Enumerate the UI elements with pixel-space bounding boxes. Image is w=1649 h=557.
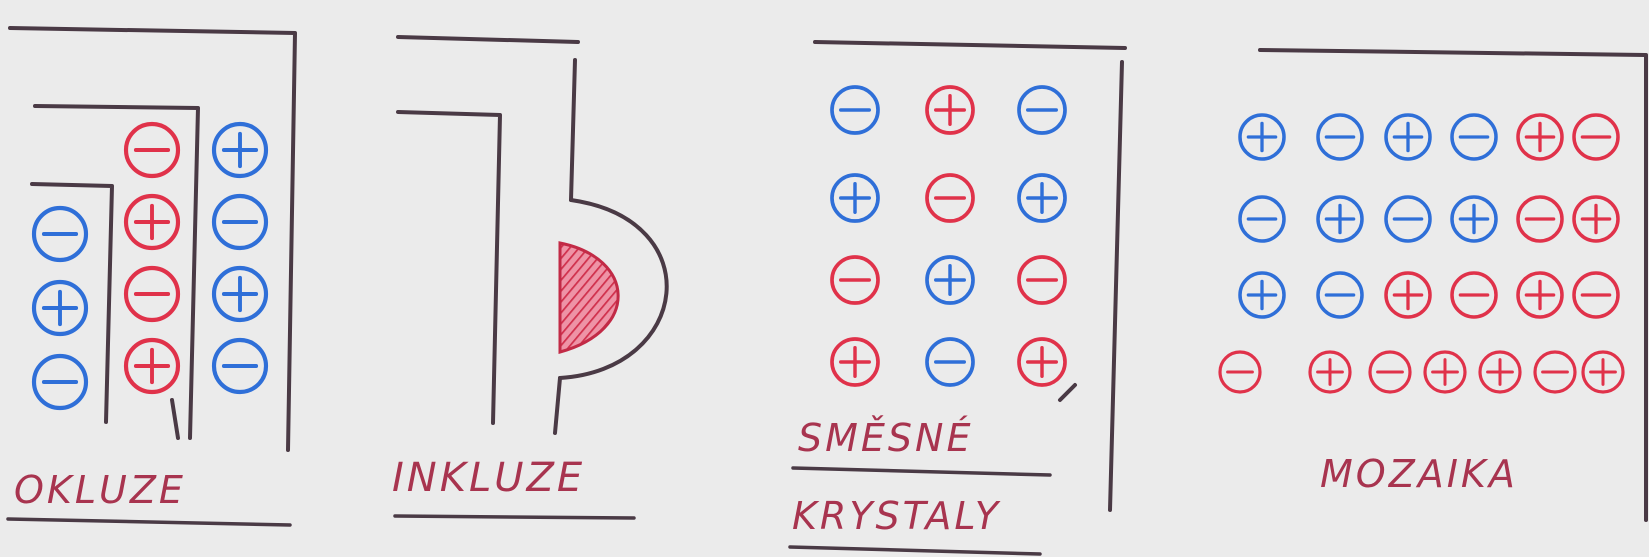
ion-blue-plus: [1240, 115, 1284, 159]
ion-blue-minus: [214, 196, 266, 248]
ion-blue-minus: [1452, 115, 1496, 159]
ion-red-minus: [1452, 273, 1496, 317]
ion-blue-plus: [832, 175, 878, 221]
ion-red-plus: [1574, 197, 1618, 241]
ion-red-minus: [832, 257, 878, 303]
ion-red-minus: [1220, 352, 1260, 392]
ion-red-minus: [1574, 115, 1618, 159]
ion-red-minus: [1574, 273, 1618, 317]
inkluze-crystal-outline: [398, 37, 667, 433]
ion-red-plus: [1310, 352, 1350, 392]
ion-red-minus: [1370, 352, 1410, 392]
ion-blue-plus: [214, 124, 266, 176]
ion-red-plus: [126, 196, 178, 248]
ion-blue-minus: [34, 208, 86, 260]
ion-red-minus: [1518, 197, 1562, 241]
ion-red-plus: [126, 340, 178, 392]
ion-red-plus: [1583, 352, 1623, 392]
ion-red-plus: [1518, 115, 1562, 159]
ion-blue-minus: [1019, 87, 1065, 133]
ion-blue-minus: [832, 87, 878, 133]
ion-blue-minus: [927, 339, 973, 385]
ion-blue-minus: [214, 340, 266, 392]
ion-blue-plus: [1019, 175, 1065, 221]
ion-blue-plus: [214, 268, 266, 320]
ion-red-plus: [1425, 352, 1465, 392]
ion-blue-plus: [1318, 197, 1362, 241]
ions-layer: [34, 87, 1623, 408]
label-inkluze: INKLUZE: [392, 455, 585, 501]
ion-red-plus: [927, 87, 973, 133]
ion-red-minus: [1019, 257, 1065, 303]
ion-blue-minus: [1240, 197, 1284, 241]
ion-blue-minus: [1318, 273, 1362, 317]
label-smesne: SMĚSNÉ: [798, 416, 973, 460]
ion-blue-plus: [34, 282, 86, 334]
ion-red-minus: [126, 268, 178, 320]
ion-blue-minus: [1318, 115, 1362, 159]
ion-red-plus: [1019, 339, 1065, 385]
ion-blue-plus: [1386, 115, 1430, 159]
ion-blue-plus: [1240, 273, 1284, 317]
ion-red-plus: [1518, 273, 1562, 317]
ion-red-plus: [1386, 273, 1430, 317]
ion-red-minus: [1535, 352, 1575, 392]
ion-red-minus: [927, 175, 973, 221]
ion-red-plus: [832, 339, 878, 385]
ion-red-minus: [126, 124, 178, 176]
inclusion-hatched-shape: [560, 243, 618, 352]
ion-blue-plus: [1452, 197, 1496, 241]
label-okluze: OKLUZE: [14, 468, 186, 512]
ion-blue-minus: [1386, 197, 1430, 241]
ion-red-plus: [1480, 352, 1520, 392]
label-mozaika: MOZAIKA: [1320, 452, 1518, 496]
ion-blue-plus: [927, 257, 973, 303]
label-krystaly: KRYSTALY: [792, 494, 1001, 538]
ion-blue-minus: [34, 356, 86, 408]
